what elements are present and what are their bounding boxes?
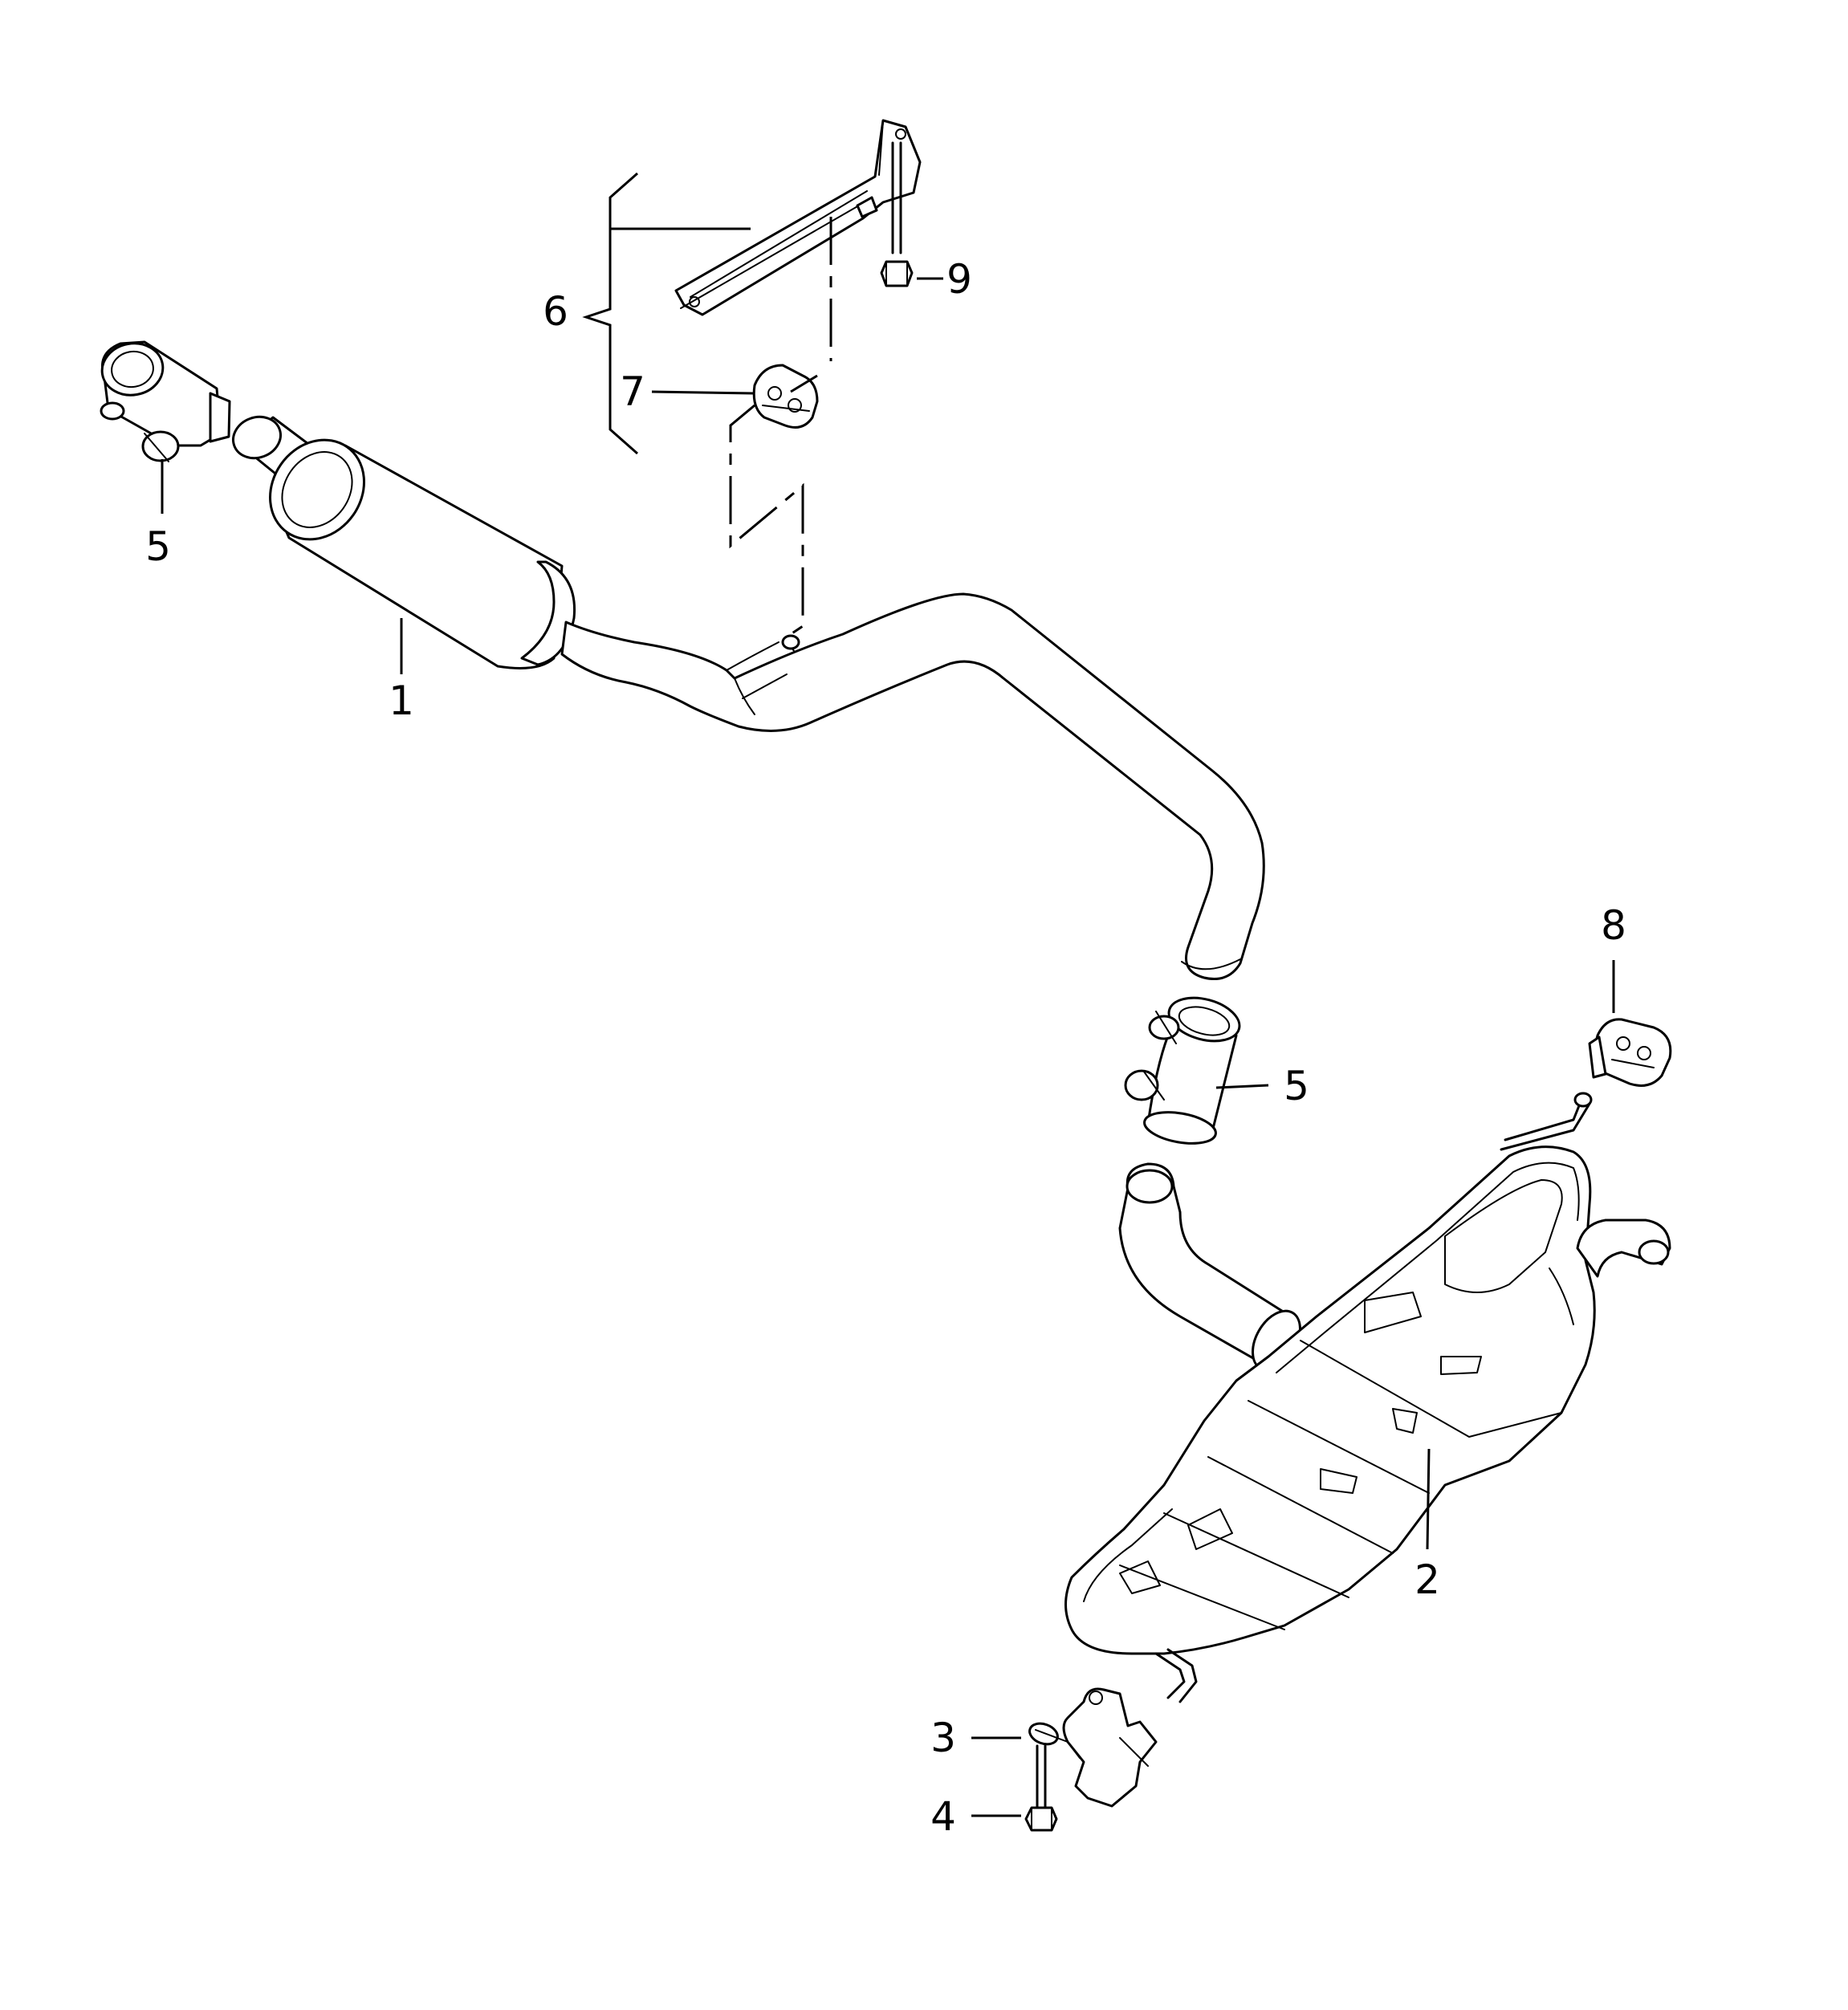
part-9-bolt [880,141,914,287]
part-8-rubber-mount [1588,1018,1672,1087]
part-6-bracket [674,119,922,316]
callout-5-middle: 5 [1284,1063,1309,1109]
part-1-front-muffler [232,415,1265,980]
hanger-dash-line [729,217,832,636]
part-7-rubber-mount [752,364,819,429]
callout-3: 3 [930,1715,956,1761]
part-4-bolt [1024,1744,1058,1832]
callouts: 1 2 3 4 5 5 6 7 8 9 [145,256,1626,1840]
leader-lines [161,277,1615,1817]
part-5-clamp-upper [100,340,231,462]
callout-6: 6 [543,288,568,335]
callout-8: 8 [1601,902,1626,949]
callout-4: 4 [930,1793,956,1840]
part-2-rear-muffler [1064,1092,1671,1703]
part-5-clamp-middle [1124,996,1241,1145]
callout-1: 1 [389,677,414,724]
callout-9: 9 [946,256,972,303]
part-6-brace [582,172,751,455]
callout-5-upper: 5 [145,523,171,570]
part-3-bracket [1028,1687,1158,1808]
callout-2: 2 [1414,1556,1440,1603]
callout-7: 7 [620,368,645,415]
